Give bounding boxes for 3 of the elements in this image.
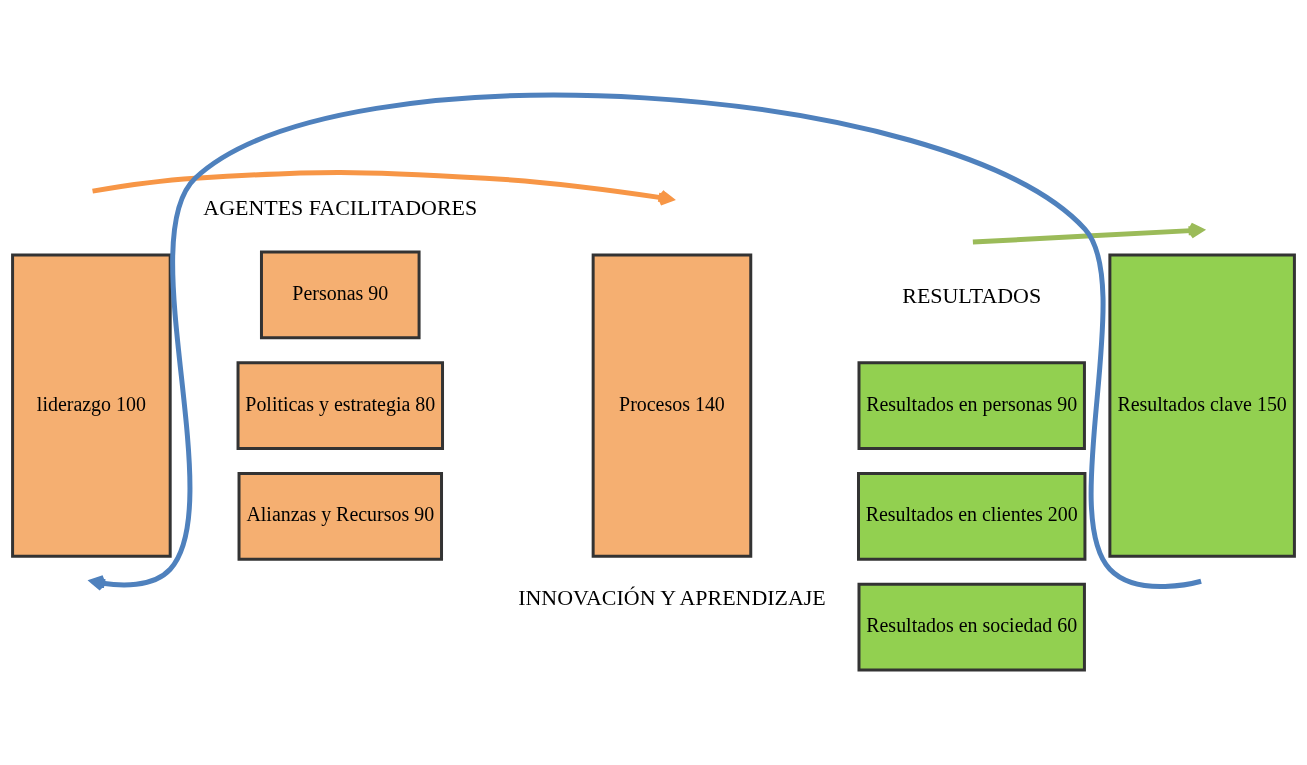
label: RESULTADOS	[902, 282, 1042, 308]
label: INNOVACIÓN Y APRENDIZAJE	[518, 584, 826, 610]
label: AGENTES FACILITADORES	[203, 194, 478, 220]
